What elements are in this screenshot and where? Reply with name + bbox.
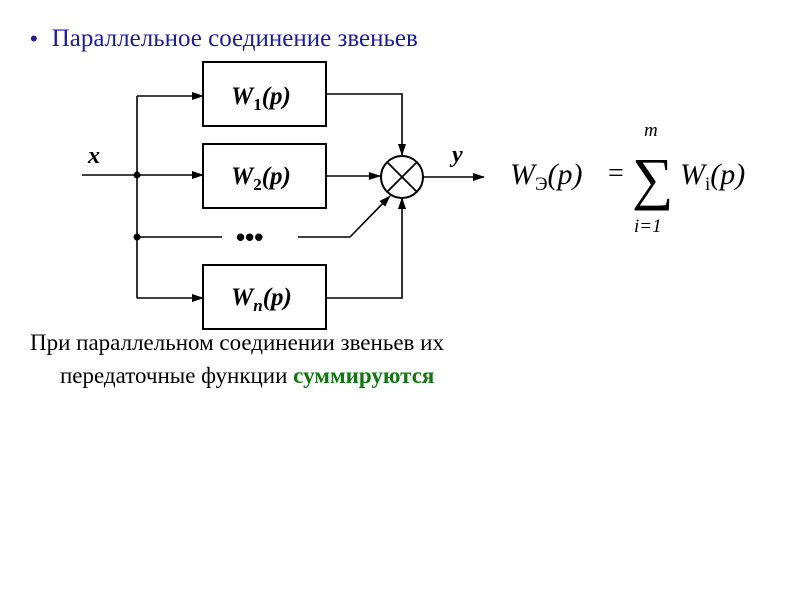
slide-title: Параллельное соединение звеньев	[51, 25, 418, 52]
formula-lhs: WЭ(p)	[510, 158, 583, 195]
sum-symbol: ∑	[632, 146, 673, 211]
formula-equals: =	[608, 158, 624, 189]
block-w2	[202, 143, 327, 209]
out-arrow-1	[326, 93, 406, 156]
sum-formula: WЭ(p) = m ∑ i=1 Wi(p)	[510, 120, 745, 237]
caption-line-2-text: передаточные функции	[60, 363, 294, 388]
summing-cross-b	[386, 161, 418, 193]
block-wn-label: Wn(p)	[231, 284, 292, 315]
out-arrow-n	[326, 197, 406, 299]
caption-line-1: При параллельном соединении звеньев их	[30, 330, 444, 355]
ellipsis-arrow	[298, 195, 391, 238]
block-w2-label: W2(p)	[231, 163, 291, 194]
sum-lower-limit: i=1	[634, 216, 662, 237]
output-label: y	[449, 142, 463, 168]
caption-highlight: суммируются	[293, 363, 435, 388]
sum-upper-limit: m	[644, 120, 658, 141]
caption: При параллельном соединении звеньев их п…	[30, 326, 650, 392]
bullet-icon: •	[30, 26, 38, 51]
slide-title-line: • Параллельное соединение звеньев	[30, 22, 418, 56]
input-label: x	[87, 143, 100, 169]
block-w1	[202, 61, 327, 127]
formula-rhs: Wi(p)	[680, 158, 745, 195]
block-wn	[202, 264, 327, 330]
caption-line-2: передаточные функции суммируются	[30, 359, 650, 392]
ellipsis: •••	[236, 222, 263, 252]
block-w1-label: W1(p)	[231, 83, 291, 114]
